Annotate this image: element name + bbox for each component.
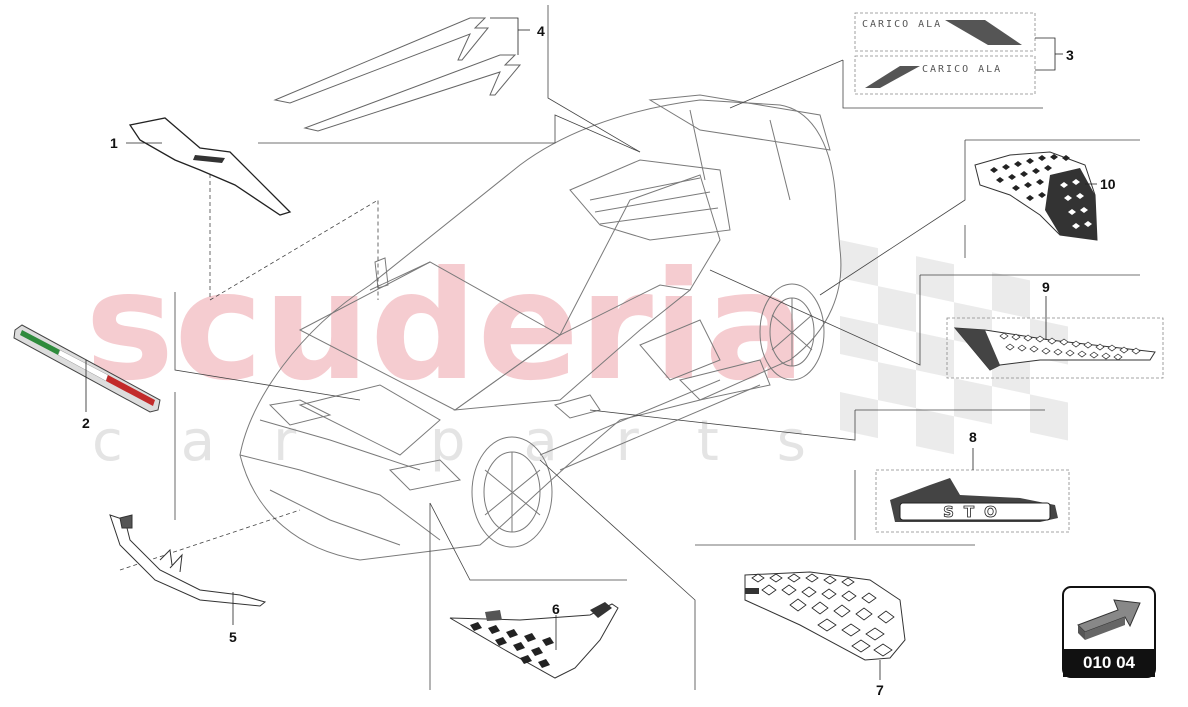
catalog-code: 010 04	[1083, 653, 1135, 672]
part-8-sto-decal: STO	[875, 469, 1070, 533]
part-6-intake-decal	[449, 602, 619, 679]
callout-3: 3	[1066, 47, 1074, 63]
callout-2: 2	[82, 415, 90, 431]
carico-ala-bottom-label: CARICO ALA	[922, 64, 1002, 75]
callout-4: 4	[537, 23, 545, 39]
callout-7: 7	[876, 682, 884, 698]
carico-ala-top-label: CARICO ALA	[862, 19, 942, 30]
part-7-side-pattern-decal	[744, 571, 906, 661]
part-2-italian-stripe	[13, 324, 161, 413]
callout-8: 8	[969, 429, 977, 445]
part-1-hood-decal	[128, 117, 292, 216]
sto-decal-text: STO	[943, 503, 1007, 521]
car-outline	[239, 94, 842, 561]
part-10-rear-fender-decal	[974, 151, 1098, 241]
catalog-badge	[1062, 586, 1156, 678]
callout-5: 5	[229, 629, 237, 645]
callout-6: 6	[552, 601, 560, 617]
callout-9: 9	[1042, 279, 1050, 295]
part-5-front-splitter-decal	[109, 514, 267, 607]
callout-1: 1	[110, 135, 118, 151]
callout-10: 10	[1100, 176, 1116, 192]
part-4-side-stripes	[273, 17, 530, 132]
arrow-icon	[1077, 599, 1141, 640]
watermark-sub: car parts	[92, 409, 864, 474]
leader-lines	[119, 5, 1140, 690]
watermark-brand: scuderia	[85, 240, 806, 414]
part-9-rear-pattern-decal	[946, 317, 1164, 379]
part-3-carico-ala-decals: CARICO ALA CARICO ALA	[854, 12, 1063, 95]
